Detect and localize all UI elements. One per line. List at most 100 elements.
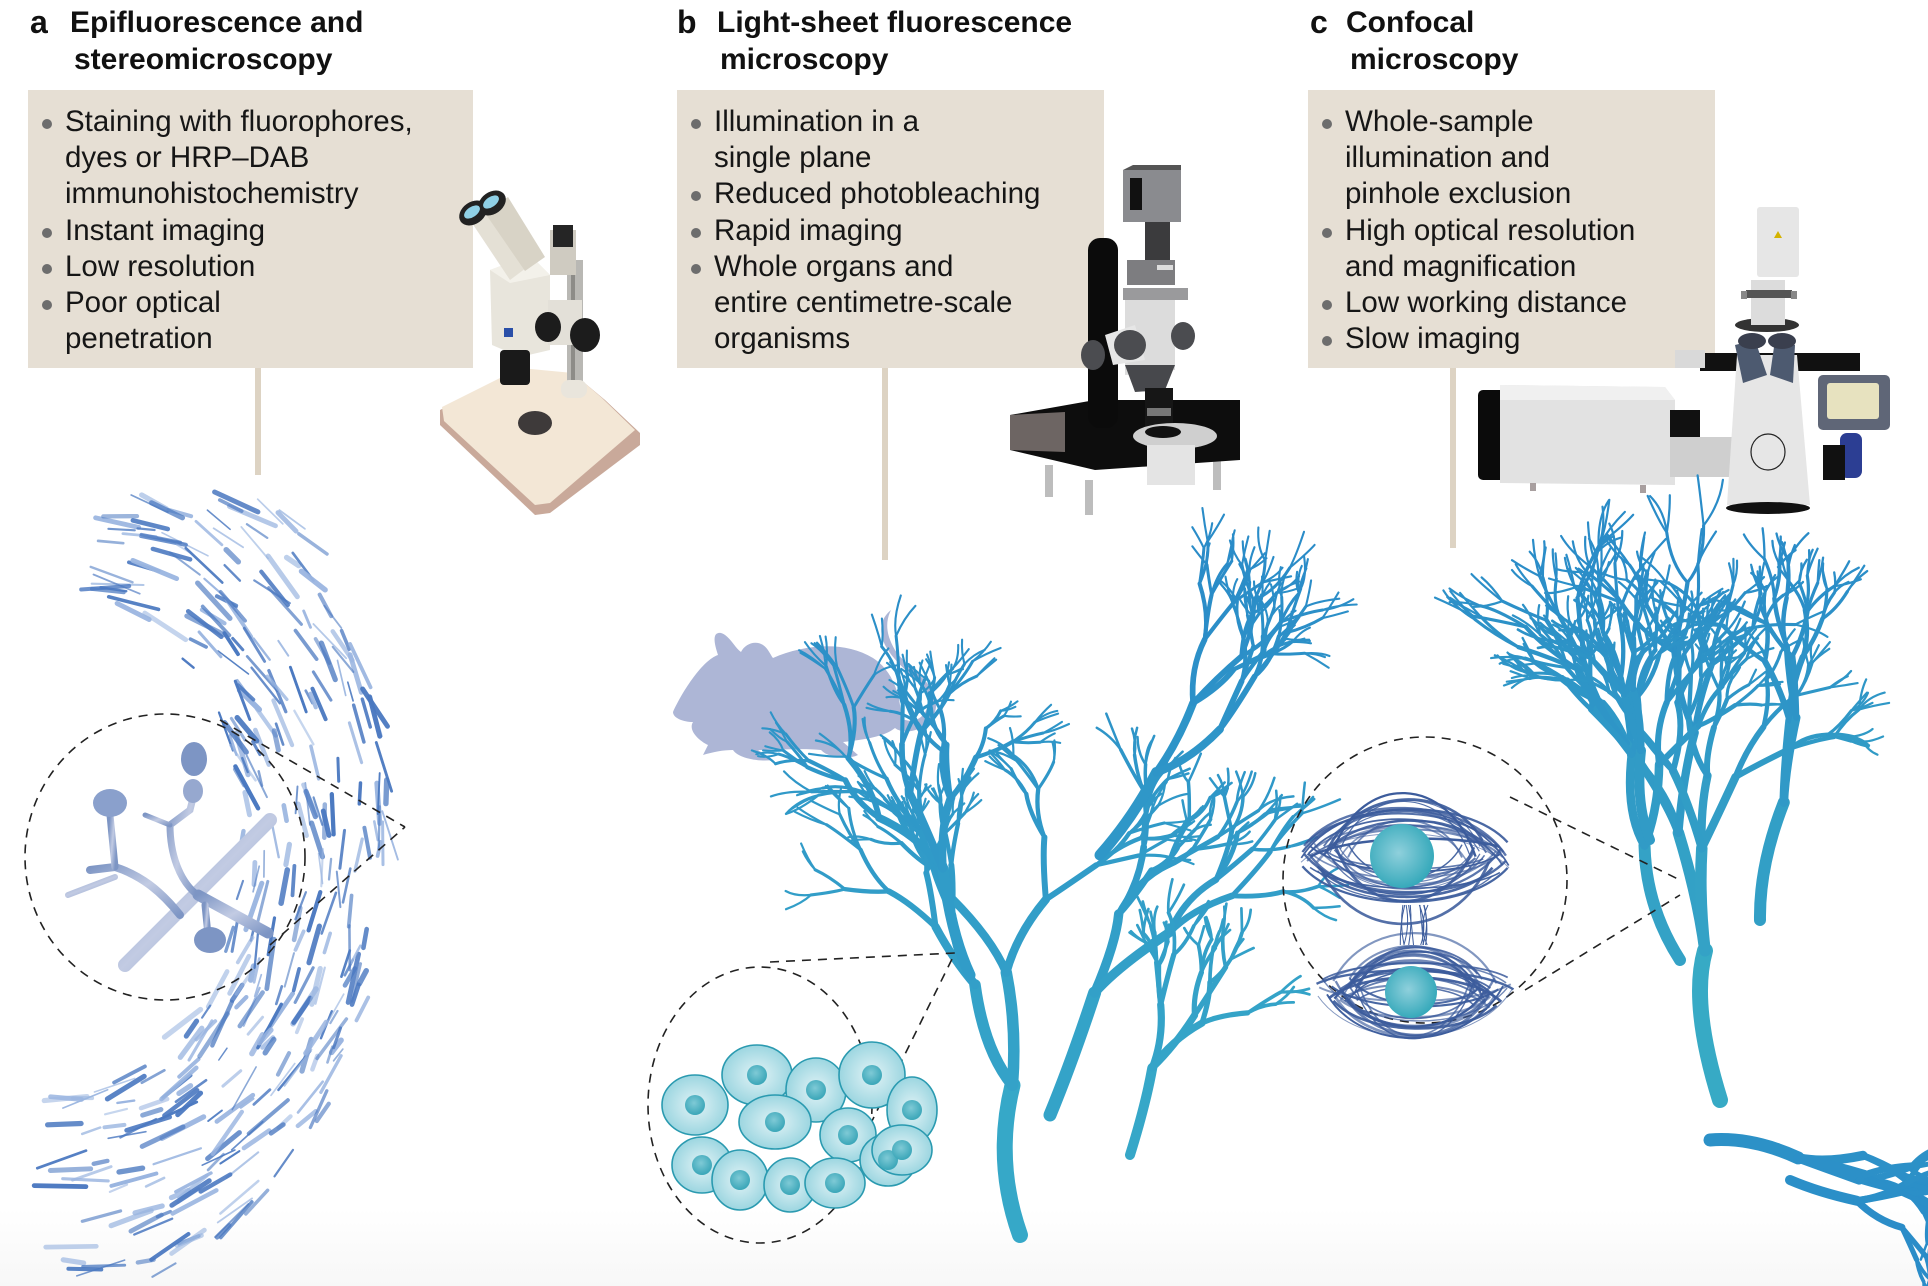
vessel-branch bbox=[951, 643, 960, 670]
vessel-branch bbox=[870, 613, 883, 648]
vessel-branch bbox=[1639, 536, 1646, 571]
panel-b-title-line1: Light-sheet fluorescence bbox=[717, 6, 1073, 39]
vessel-branch bbox=[1772, 596, 1790, 649]
process-stroke bbox=[108, 1208, 154, 1229]
vessel-branch bbox=[847, 806, 863, 852]
vessel-branch bbox=[938, 708, 947, 753]
process-stroke bbox=[320, 891, 338, 935]
vessel-branch bbox=[1833, 560, 1851, 588]
process-stroke bbox=[265, 674, 289, 702]
vessel-branch bbox=[1682, 624, 1708, 657]
vessel-branch bbox=[1779, 713, 1801, 807]
vessel-branch bbox=[1732, 724, 1767, 780]
vessel-branch bbox=[1186, 780, 1192, 823]
vessel-branch bbox=[1723, 600, 1743, 614]
vessel-branch bbox=[810, 642, 836, 668]
vessel-branch bbox=[1529, 616, 1553, 642]
process-stroke bbox=[306, 890, 323, 933]
vessel-branch bbox=[1625, 750, 1649, 850]
vessel-branch bbox=[947, 894, 1011, 977]
vessel-branch bbox=[1143, 940, 1161, 968]
vessel-branch bbox=[1719, 652, 1725, 688]
panel-a-bullet-list: Staining with fluorophores, dyes or HRP–… bbox=[28, 90, 473, 357]
fibre-stroke bbox=[1408, 904, 1412, 946]
process-stroke bbox=[144, 1176, 166, 1188]
vessel-branch bbox=[1595, 561, 1611, 592]
vessel-branch bbox=[1003, 714, 1022, 718]
vessel-branch bbox=[1277, 605, 1308, 638]
process-stroke bbox=[297, 532, 329, 556]
vessel-branch bbox=[1753, 796, 1790, 926]
fibre-stroke bbox=[1322, 979, 1508, 1022]
process-stroke bbox=[311, 670, 333, 702]
process-stroke bbox=[326, 1045, 334, 1064]
process-stroke bbox=[116, 1165, 146, 1175]
vessel-branch bbox=[969, 979, 1019, 1091]
nucleus-icon bbox=[1370, 824, 1434, 888]
vessel-branch bbox=[1861, 1162, 1916, 1179]
vessel-branch bbox=[1191, 526, 1205, 550]
process-stroke bbox=[349, 982, 361, 1007]
vessel-branch bbox=[938, 794, 955, 873]
process-stroke bbox=[320, 848, 324, 888]
panel-c-bullet: Whole-sample illumination and pinhole ex… bbox=[1308, 104, 1715, 213]
vessel-branch bbox=[1557, 646, 1593, 661]
vessel-branch bbox=[842, 886, 891, 894]
process-stroke bbox=[328, 1037, 344, 1056]
panel-c-title-line2: microscopy bbox=[1350, 43, 1519, 76]
vessel-branch bbox=[1595, 601, 1612, 626]
process-stroke bbox=[44, 1120, 84, 1128]
process-stroke bbox=[103, 1107, 129, 1116]
vessel-branch bbox=[1003, 700, 1013, 717]
vessel-branch bbox=[1115, 861, 1173, 918]
vessel-branch bbox=[1220, 929, 1228, 970]
process-stroke bbox=[206, 1152, 225, 1172]
vessel-branch bbox=[1011, 740, 1042, 745]
vessel-branch bbox=[1909, 1154, 1928, 1169]
vessel-branch bbox=[1668, 766, 1706, 853]
vessel-branch bbox=[784, 889, 813, 897]
process-stroke bbox=[251, 740, 262, 757]
vessel-branch bbox=[1269, 651, 1307, 656]
process-stroke bbox=[254, 879, 270, 929]
vessel-branch bbox=[784, 732, 811, 763]
vessel-branch bbox=[1805, 581, 1820, 614]
panel-c-bullet: Low working distance bbox=[1308, 285, 1715, 321]
vessel-branch bbox=[1634, 745, 1655, 845]
process-stroke bbox=[244, 1188, 270, 1216]
vessel-branch bbox=[1914, 1257, 1928, 1280]
fibre-stroke bbox=[1403, 904, 1409, 946]
vessel-branch bbox=[1510, 675, 1537, 689]
vessel-branch bbox=[1899, 1224, 1928, 1259]
vessel-branch bbox=[947, 674, 979, 696]
vessel-branch bbox=[948, 663, 953, 686]
panel-b-bullet: Reduced photobleaching bbox=[677, 176, 1104, 212]
panel-b-letter: b bbox=[677, 4, 697, 40]
vessel-branch bbox=[973, 739, 1015, 760]
vessel-branch bbox=[1198, 546, 1206, 586]
vessel-branch bbox=[1156, 939, 1170, 968]
vessel-branch bbox=[1641, 557, 1667, 584]
vessel-branch bbox=[809, 887, 847, 897]
process-stroke bbox=[159, 1065, 199, 1102]
vessel-branch bbox=[1248, 552, 1266, 572]
nucleus-icon bbox=[1385, 966, 1437, 1018]
vessel-branch bbox=[1739, 610, 1769, 626]
vessel-branch bbox=[796, 787, 824, 796]
process-stroke bbox=[242, 790, 252, 818]
process-stroke bbox=[268, 1122, 286, 1136]
process-stroke bbox=[206, 509, 231, 531]
vessel-branch bbox=[1557, 612, 1582, 632]
vessel-branch bbox=[1187, 795, 1212, 823]
process-stroke bbox=[93, 1077, 136, 1093]
mouse-silhouette-icon bbox=[663, 600, 938, 765]
vessel-branch bbox=[919, 679, 935, 695]
vessel-branch bbox=[815, 641, 839, 669]
vessel-branch bbox=[1742, 533, 1766, 561]
process-stroke bbox=[106, 595, 161, 612]
process-stroke bbox=[148, 500, 186, 521]
vessel-branch bbox=[1094, 830, 1132, 868]
process-stroke bbox=[294, 785, 299, 815]
fibre-stroke bbox=[1408, 904, 1414, 946]
vessel-branch bbox=[757, 753, 780, 758]
